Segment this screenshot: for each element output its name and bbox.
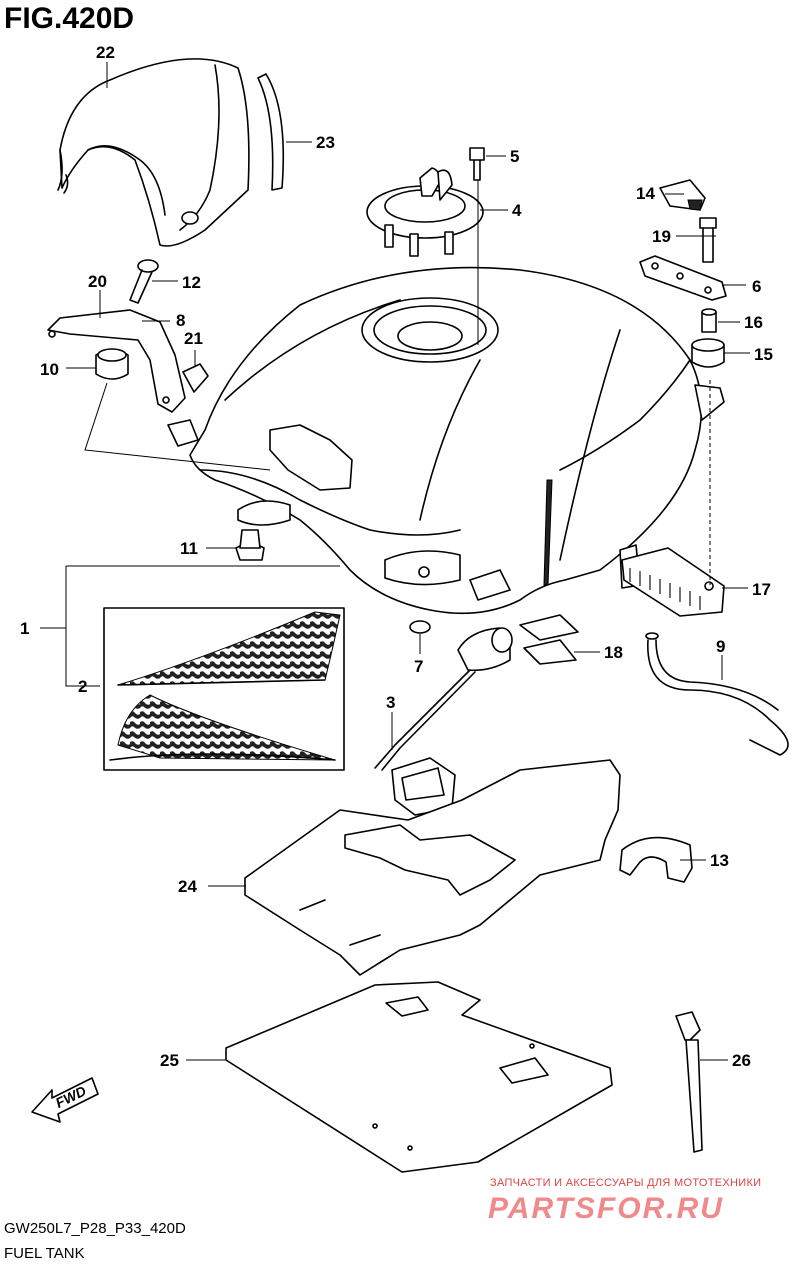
leader-lines — [40, 62, 750, 1061]
part-17-pad — [621, 547, 725, 617]
part-5-screw — [469, 147, 485, 181]
part-26-cable-tie — [675, 1011, 703, 1153]
label-part-11: 11 — [180, 539, 198, 558]
part-11-plug — [235, 529, 265, 561]
part-23-strip — [257, 73, 285, 191]
label-part-12: 12 — [182, 273, 201, 292]
label-part-19: 19 — [652, 227, 671, 246]
label-part-20: 20 — [88, 272, 107, 291]
part-2-decals — [103, 607, 345, 771]
label-part-24: 24 — [178, 877, 197, 896]
part-18-emblem — [519, 614, 579, 665]
part-25-plate — [225, 981, 613, 1173]
label-part-3: 3 — [386, 693, 395, 712]
label-part-9: 9 — [716, 637, 725, 656]
part-4-fuel-cap — [366, 167, 484, 257]
label-part-8: 8 — [176, 311, 185, 330]
label-part-17: 17 — [752, 580, 771, 599]
label-part-6: 6 — [752, 277, 761, 296]
part-22-seat-cowl — [57, 58, 250, 247]
part-24-insulator — [244, 759, 621, 976]
watermark-tagline: ЗАПЧАСТИ И АКСЕССУАРЫ ДЛЯ МОТОТЕХНИКИ — [490, 1177, 761, 1189]
part-9-hose — [645, 632, 789, 756]
label-part-5: 5 — [510, 147, 519, 166]
part-10-grommet — [95, 348, 129, 380]
part-7-cap — [409, 620, 431, 634]
part-13-clamp — [619, 836, 693, 883]
label-part-14: 14 — [636, 184, 655, 203]
watermark-brand: PARTSFOR.RU — [488, 1192, 724, 1225]
label-part-22: 22 — [96, 43, 115, 62]
label-part-13: 13 — [710, 851, 729, 870]
part-1-fuel-tank — [167, 266, 725, 615]
part-14-cover — [659, 179, 706, 211]
model-code: GW250L7_P28_P33_420D — [4, 1220, 186, 1237]
tank-center-line — [543, 479, 553, 586]
label-part-21: 21 — [184, 329, 203, 348]
part-3-fuel-gauge — [374, 627, 513, 816]
part-6-bracket — [639, 255, 727, 301]
label-part-25: 25 — [160, 1051, 179, 1070]
label-part-18: 18 — [604, 643, 623, 662]
part-16-collar — [701, 308, 717, 333]
part-20-bracket — [47, 309, 186, 413]
part-21-clip — [182, 363, 209, 393]
label-part-15: 15 — [754, 345, 773, 364]
part-12-bolt — [129, 259, 159, 304]
label-part-4: 4 — [512, 201, 522, 220]
label-part-26: 26 — [732, 1051, 751, 1070]
label-part-10: 10 — [40, 360, 59, 379]
label-part-23: 23 — [316, 133, 335, 152]
part-15-cushion — [691, 338, 725, 368]
label-part-16: 16 — [744, 313, 763, 332]
figure-caption: FUEL TANK — [4, 1245, 85, 1262]
fwd-arrow-icon: FWD — [31, 1077, 99, 1123]
label-part-2: 2 — [78, 677, 87, 696]
label-part-7: 7 — [414, 657, 423, 676]
label-part-1: 1 — [20, 619, 29, 638]
part-19-bolt — [699, 217, 717, 263]
figure-title: FIG.420D — [4, 2, 134, 35]
